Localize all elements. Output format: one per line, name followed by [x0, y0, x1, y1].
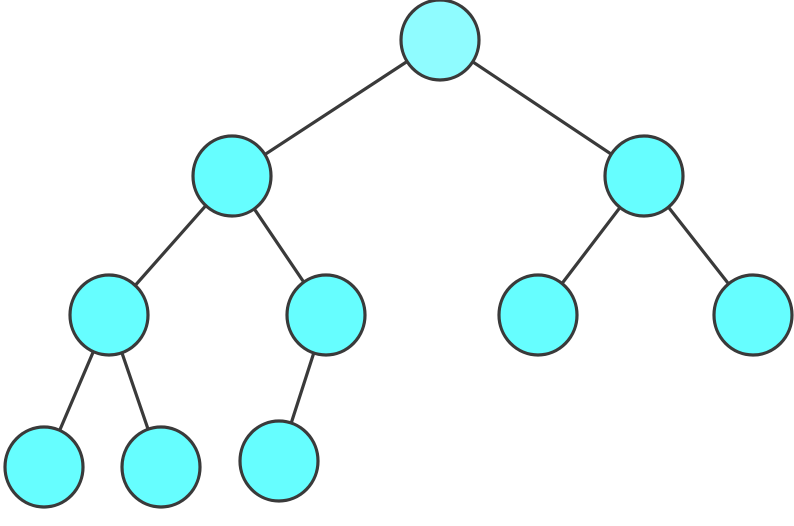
- tree-node-n1a: [68, 273, 150, 357]
- tree-node-n1a-r: [120, 425, 202, 509]
- tree-node-n2a: [497, 273, 579, 357]
- nodes-layer: [3, 0, 794, 509]
- edges-layer: [42, 38, 755, 469]
- tree-node-n1a-l: [3, 425, 85, 509]
- tree-node-n1b: [285, 273, 367, 357]
- tree-node-n2b: [712, 273, 794, 357]
- tree-edge-root-n1: [230, 38, 442, 178]
- tree-node-n1b-l: [238, 419, 320, 503]
- tree-node-n2: [603, 134, 685, 218]
- tree-node-root: [399, 0, 481, 82]
- tree-node-n1: [191, 134, 273, 218]
